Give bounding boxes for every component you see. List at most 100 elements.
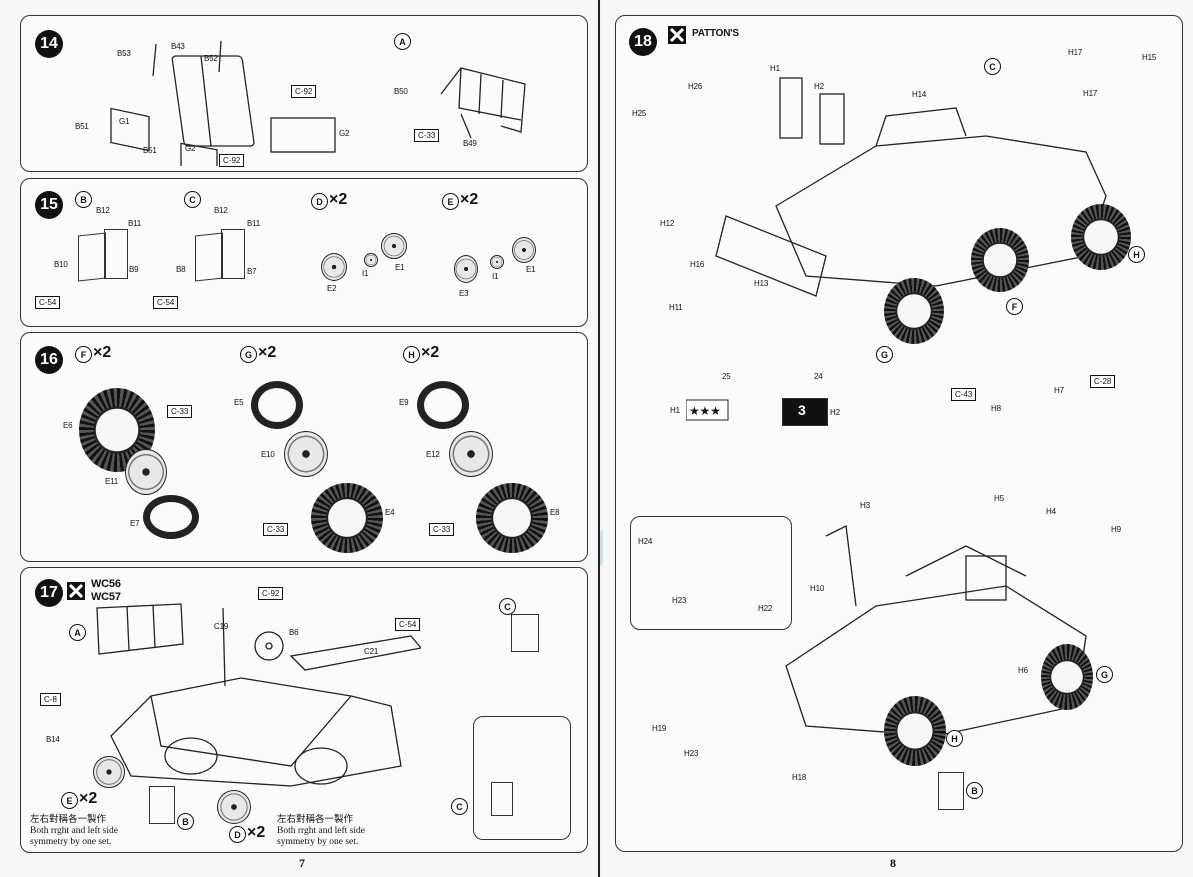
label-h18: H18 — [792, 773, 807, 782]
label-g1: G1 — [119, 117, 130, 126]
label-b43: B43 — [171, 42, 185, 51]
label-h25: H25 — [632, 109, 647, 118]
jerrycan-b-18 — [938, 772, 964, 810]
label-b10: B10 — [54, 260, 68, 269]
windshield-frame-diagram — [110, 40, 336, 166]
spacer-i1b — [490, 255, 504, 269]
tire-e9 — [417, 381, 469, 429]
label-e8: E8 — [550, 508, 560, 517]
jerrycan-c-bracket — [221, 229, 245, 279]
label-e12: E12 — [426, 450, 440, 459]
left-page: 14 A B53 B43 B52 B51 G1 B51 G2 C-92 C-92… — [20, 0, 600, 877]
label-h1: H1 — [770, 64, 780, 73]
note-2-en1: Both rrght and left side — [277, 826, 365, 836]
note-2-cn: 左右對稱各一製作 — [277, 815, 354, 825]
note-2-en2: symmetry by one set. — [277, 837, 359, 847]
label-b6: B6 — [289, 628, 299, 637]
jerrycan-b-17 — [149, 786, 175, 824]
jerrycan-c-diagram — [195, 232, 223, 282]
wheel-e — [93, 756, 125, 788]
label-h9: H9 — [1111, 525, 1121, 534]
jerrycan-b-diagram — [78, 232, 106, 282]
tire-g-top — [884, 278, 944, 344]
decal-flag-h2 — [782, 398, 828, 426]
mult-h: ×2 — [421, 344, 440, 361]
label-c33-h: C-33 — [429, 523, 455, 536]
inset-box — [473, 716, 571, 840]
callout-e: E — [442, 193, 459, 210]
hub-e10 — [284, 431, 328, 477]
label-c19: C19 — [214, 622, 229, 631]
mult-d: ×2 — [329, 191, 348, 208]
hub-e12 — [449, 431, 493, 477]
label-h17a: H17 — [1068, 48, 1083, 57]
step-17-number: 17 — [35, 579, 63, 607]
note-1-cn: 左右對稱各一製作 — [30, 815, 107, 825]
label-b51b: B51 — [143, 146, 157, 155]
label-h17b: H17 — [1083, 89, 1098, 98]
right-page: 18 PATTON'S C H F G H1 H2 H26 H25 H14 H1… — [603, 0, 1193, 877]
tire-h-bottom — [884, 696, 946, 766]
callout-f: F — [75, 346, 92, 363]
page-number-8: 8 — [890, 856, 896, 870]
label-b50: B50 — [394, 87, 408, 96]
callout-c-17a: C — [499, 598, 516, 615]
label-b51: B51 — [75, 122, 89, 131]
callout-c-17b: C — [451, 798, 468, 815]
callout-c-18: C — [984, 58, 1001, 75]
label-h2: H2 — [814, 82, 824, 91]
decal-number-3: 3 — [798, 402, 806, 418]
note-1-en2: symmetry by one set. — [30, 837, 112, 847]
label-h3: H3 — [860, 501, 870, 510]
label-b9: B9 — [129, 265, 139, 274]
label-c33: C-33 — [414, 129, 440, 142]
label-c92-17: C-92 — [258, 587, 284, 600]
callout-g-18: G — [876, 346, 893, 363]
label-e3: E3 — [459, 289, 469, 298]
label-h23b: H23 — [684, 749, 699, 758]
label-e4: E4 — [385, 508, 395, 517]
note-1-en1: Both rrght and left side — [30, 826, 118, 836]
callout-d-17: D — [229, 826, 246, 843]
label-h8: H8 — [991, 404, 1001, 413]
label-b11b: B11 — [247, 219, 261, 228]
step-14-panel: 14 A B53 B43 B52 B51 G1 B51 G2 C-92 C-92… — [20, 15, 588, 172]
label-h15: H15 — [1142, 53, 1157, 62]
label-b53: B53 — [117, 49, 131, 58]
label-h26: H26 — [688, 82, 703, 91]
decal-stars: ★★★ — [689, 404, 721, 418]
hub-e2 — [321, 253, 347, 281]
label-e1b: E1 — [526, 265, 536, 274]
label-e6: E6 — [63, 421, 73, 430]
page-number-7: 7 — [299, 856, 305, 870]
label-h12: H12 — [660, 219, 675, 228]
step-17-panel: 17 WC56 WC57 A C-92 C19 B6 C-54 C21 C-8 … — [20, 567, 588, 853]
label-c8: C-8 — [40, 693, 61, 706]
label-b8: B8 — [176, 265, 186, 274]
mult-f: ×2 — [93, 344, 112, 361]
mult-d-17: ×2 — [247, 824, 266, 841]
label-h23: H23 — [672, 596, 687, 605]
label-h1b: H1 — [670, 406, 680, 415]
mult-e: ×2 — [460, 191, 479, 208]
step-15-panel: 15 B C D ×2 E ×2 B12 B11 B10 B9 C-54 B12… — [20, 178, 588, 327]
label-b7: B7 — [247, 267, 257, 276]
patton-title: PATTON'S — [692, 28, 739, 39]
variant-icon — [67, 582, 85, 600]
label-c54: C-54 — [35, 296, 61, 309]
label-c28: C-28 — [1090, 375, 1116, 388]
ring-e7 — [143, 495, 199, 539]
step-18-panel: 18 PATTON'S C H F G H1 H2 H26 H25 H14 H1… — [615, 15, 1183, 852]
label-c33-f: C-33 — [167, 405, 193, 418]
label-h22: H22 — [758, 604, 773, 613]
tire-e8 — [476, 483, 548, 553]
label-b49: B49 — [463, 139, 477, 148]
variant-wc56: WC56 — [91, 578, 121, 590]
step-14-number: 14 — [35, 30, 63, 58]
callout-a-17: A — [69, 624, 86, 641]
truck-body-diagram — [96, 603, 421, 787]
callout-h-18: H — [1128, 246, 1145, 263]
label-h16: H16 — [690, 260, 705, 269]
callout-h: H — [403, 346, 420, 363]
label-e2: E2 — [327, 284, 337, 293]
